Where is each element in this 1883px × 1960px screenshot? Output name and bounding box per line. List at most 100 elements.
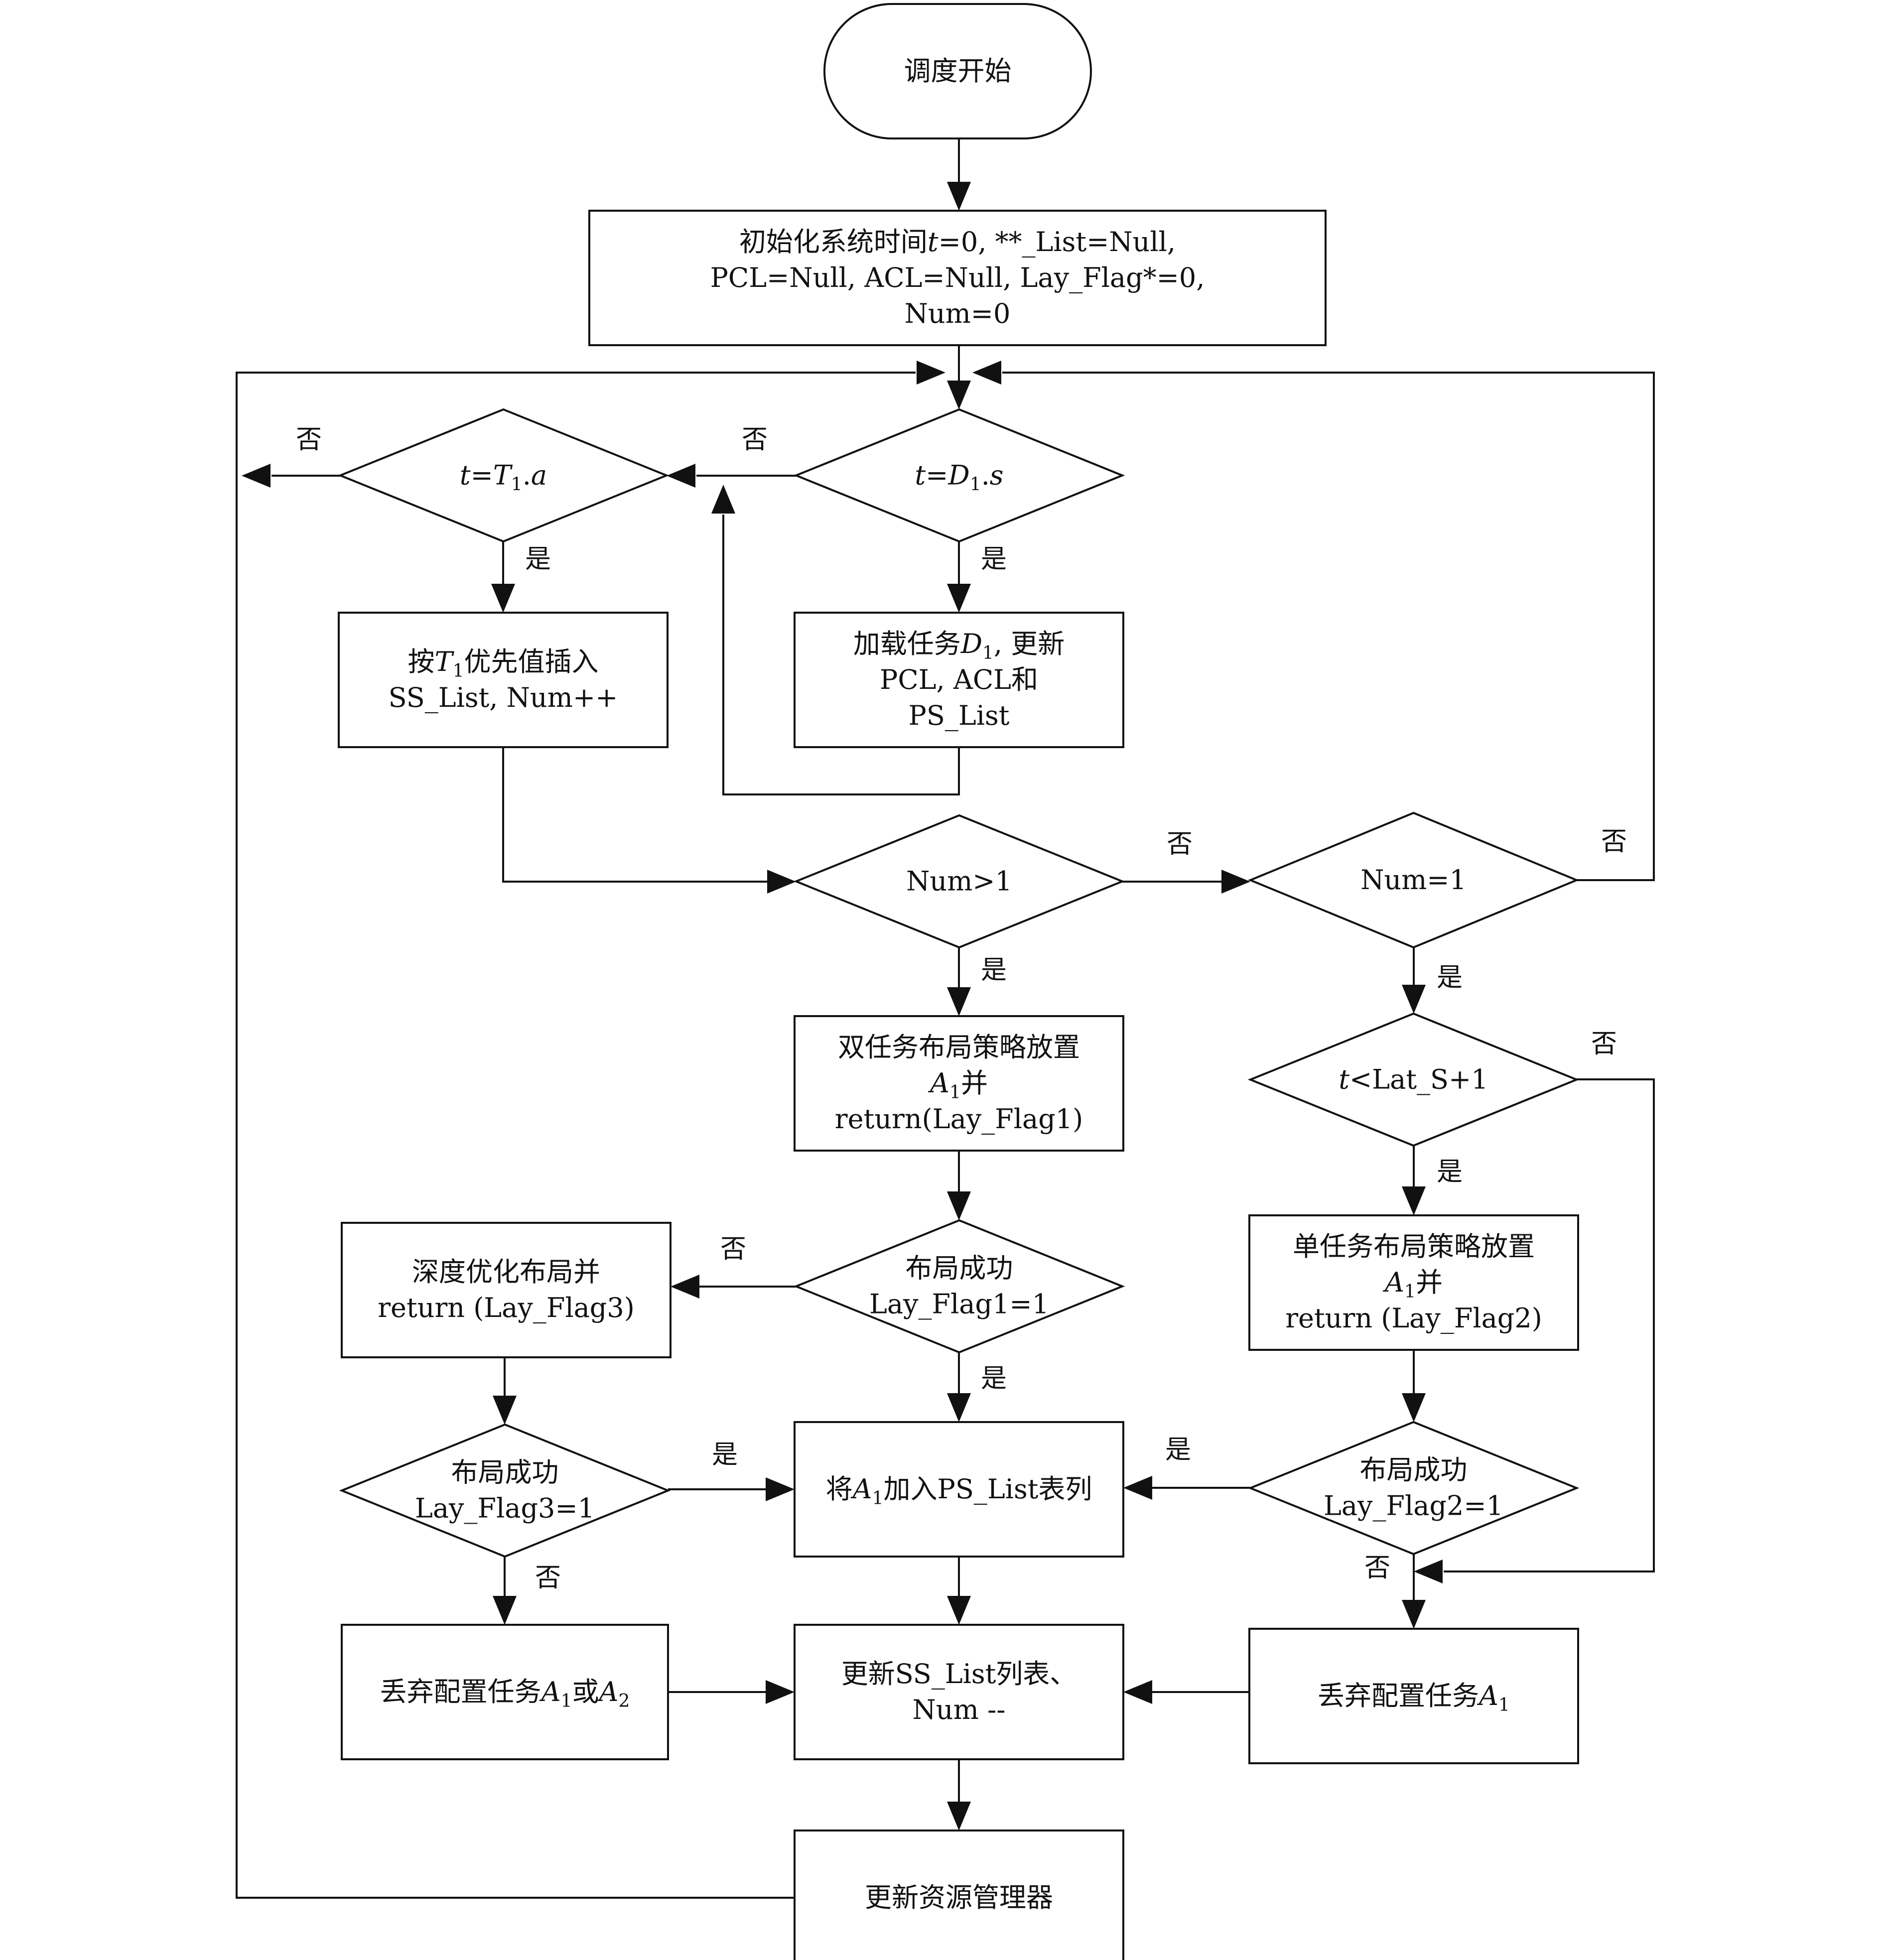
edge-label-t1a-yes: 是 xyxy=(525,544,551,574)
edge-label-t1a-no: 否 xyxy=(296,425,322,455)
arrowhead xyxy=(766,1477,795,1501)
node-discard-a1: 丢弃配置任务A1 xyxy=(1248,1628,1579,1764)
process-box xyxy=(794,1421,1124,1558)
connector-line xyxy=(1002,372,1655,881)
node-start: 调度开始 xyxy=(823,3,1092,139)
node-d-d1s: t=D1.s xyxy=(793,408,1125,543)
arrowhead xyxy=(1221,870,1250,894)
arrowhead xyxy=(491,584,515,613)
arrowhead xyxy=(972,361,1001,385)
arrowhead xyxy=(1402,1600,1426,1629)
arrowhead xyxy=(917,361,945,385)
node-text-line: 双任务布局策略放置 xyxy=(838,1032,1080,1063)
edge-label-gt1-yes: 是 xyxy=(981,955,1007,985)
connector-line xyxy=(1444,1078,1655,1572)
edge-label-flag1-yes: 是 xyxy=(981,1364,1007,1394)
decision-diamond xyxy=(339,1423,671,1558)
node-text-line: return (Lay_Flag3) xyxy=(378,1292,635,1323)
node-text-line: t<Lat_S+1 xyxy=(1339,1064,1488,1095)
arrowhead xyxy=(1402,985,1426,1014)
node-text-line: 单任务布局策略放置 xyxy=(1293,1231,1535,1262)
process-box xyxy=(341,1222,672,1358)
node-discard-a1a2: 丢弃配置任务A1或A2 xyxy=(341,1624,669,1760)
node-text-line: PCL, ACL和 xyxy=(880,664,1038,695)
node-d-t1a: t=T1.a xyxy=(337,408,670,543)
edge-label-lat-no: 否 xyxy=(1591,1029,1617,1059)
node-text-line: Lay_Flag3=1 xyxy=(415,1493,595,1524)
arrowhead xyxy=(947,1596,971,1625)
process-box xyxy=(588,210,1327,346)
node-d-flag3: 布局成功 Lay_Flag3=1 xyxy=(339,1423,671,1558)
edge-label-gt1-no: 否 xyxy=(1167,829,1193,859)
decision-diamond xyxy=(793,408,1125,543)
arrowhead xyxy=(767,870,796,894)
node-add-ps: 将A1加入PS_List表列 xyxy=(794,1421,1124,1558)
decision-diamond xyxy=(1247,811,1580,949)
node-text-line: 初始化系统时间t=0, **_List=Null, xyxy=(739,226,1176,258)
decision-diamond xyxy=(793,814,1125,949)
node-text-line: 布局成功 xyxy=(906,1253,1013,1284)
edge-label-flag1-no: 否 xyxy=(720,1234,746,1264)
node-text-line: PS_List xyxy=(909,700,1010,731)
arrowhead xyxy=(242,464,270,488)
node-text-line: Num=1 xyxy=(1360,864,1467,896)
node-text-line: 更新资源管理器 xyxy=(865,1882,1053,1913)
node-text-line: Num=0 xyxy=(905,298,1011,329)
node-update-ss: 更新SS_List列表、Num -- xyxy=(794,1624,1124,1760)
edge-label-flag2-no: 否 xyxy=(1364,1553,1390,1583)
node-text-line: 调度开始 xyxy=(904,55,1012,87)
node-text-line: 深度优化布局并 xyxy=(412,1256,600,1288)
node-text-line: 丢弃配置任务A1或A2 xyxy=(380,1676,630,1711)
edge-label-eq1-yes: 是 xyxy=(1437,963,1463,993)
edge-label-eq1-no: 否 xyxy=(1601,827,1627,857)
arrowhead xyxy=(947,987,971,1016)
process-box xyxy=(1248,1628,1579,1764)
process-box xyxy=(794,1015,1124,1152)
node-text-line: 丢弃配置任务A1 xyxy=(1318,1680,1510,1715)
node-text-line: PCL=Null, ACL=Null, Lay_Flag*=0, xyxy=(710,262,1205,293)
decision-diamond xyxy=(793,1219,1125,1354)
edge-label-flag3-yes: 是 xyxy=(712,1440,738,1470)
decision-diamond xyxy=(337,408,670,543)
arrowhead xyxy=(493,1396,517,1425)
arrowhead xyxy=(711,485,735,514)
node-text-line: 将A1加入PS_List表列 xyxy=(826,1473,1092,1509)
node-d-num-gt1: Num>1 xyxy=(793,814,1125,949)
node-text-line: 布局成功 xyxy=(451,1457,559,1488)
node-d-lat: t<Lat_S+1 xyxy=(1247,1012,1580,1147)
edge-label-d1s-yes: 是 xyxy=(981,544,1007,574)
node-text-line: A1并 xyxy=(928,1067,988,1103)
node-text-line: 按T1优先值插入 xyxy=(408,646,599,681)
node-text-line: Num -- xyxy=(913,1694,1006,1725)
process-box xyxy=(794,612,1124,748)
node-text-line: Num>1 xyxy=(906,866,1012,897)
terminal-shape xyxy=(823,3,1092,139)
arrowhead xyxy=(667,464,695,488)
edge-labels: 否否是是否否是是否是否是是是否否 xyxy=(296,425,1627,1593)
node-text-line: t=D1.s xyxy=(915,460,1003,495)
arrowhead xyxy=(1402,1393,1426,1422)
node-text-line: 布局成功 xyxy=(1360,1454,1468,1486)
edge-label-d1s-no: 否 xyxy=(742,425,768,455)
node-init: 初始化系统时间t=0, **_List=Null, PCL=Null, ACL=N… xyxy=(588,210,1327,346)
connector-line xyxy=(722,515,960,795)
arrowhead xyxy=(947,1393,971,1422)
arrowhead xyxy=(1402,1186,1426,1215)
arrowhead xyxy=(1123,1476,1152,1500)
process-box xyxy=(1248,1214,1579,1351)
node-d-num-eq1: Num=1 xyxy=(1247,811,1580,949)
connectors xyxy=(236,138,1655,1899)
arrowhead xyxy=(947,1802,971,1830)
decision-diamond xyxy=(1247,1012,1580,1147)
decision-diamond xyxy=(1247,1421,1580,1556)
arrowhead xyxy=(947,1191,971,1220)
process-box xyxy=(794,1624,1124,1760)
node-text-line: t=T1.a xyxy=(460,460,547,495)
